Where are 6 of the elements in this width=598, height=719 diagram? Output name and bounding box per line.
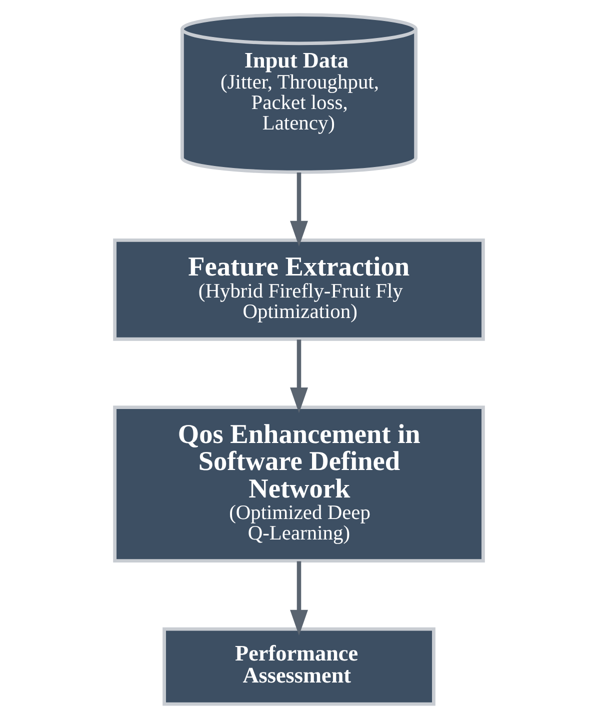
node-box: Performance Assessment <box>162 627 436 706</box>
arrow <box>290 340 308 414</box>
node-box: Qos Enhancement in Software Defined Network (Optimized Deep Q-Learning) <box>113 406 485 563</box>
node-box: Feature Extraction (Hybrid Firefly-Fruit Fly Optimization) <box>113 238 485 341</box>
arrow <box>290 172 308 246</box>
arrow <box>290 561 308 636</box>
